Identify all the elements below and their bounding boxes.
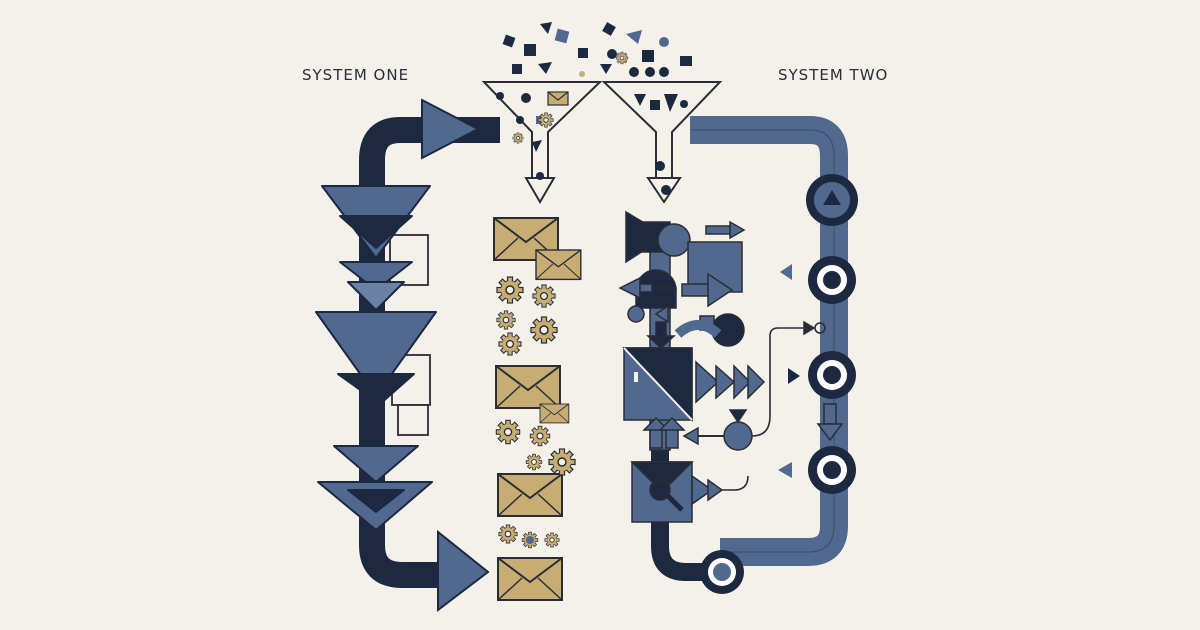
gear-icon [495, 276, 576, 549]
document-icon [389, 234, 431, 436]
ring-icon [700, 174, 858, 594]
system-two-machinery [618, 210, 826, 523]
system-two-loop [651, 116, 858, 594]
center-column [493, 217, 582, 601]
funnel-icon [481, 81, 723, 204]
chevron-down-icon [315, 185, 437, 531]
envelope-icon [547, 91, 569, 106]
system-one-loop [315, 98, 500, 613]
system-one-label: SYSTEM ONE [302, 66, 410, 84]
system-two-label: SYSTEM TWO [778, 66, 889, 84]
top-arrow-icon [421, 98, 481, 160]
bottom-arrow-icon [437, 529, 490, 613]
